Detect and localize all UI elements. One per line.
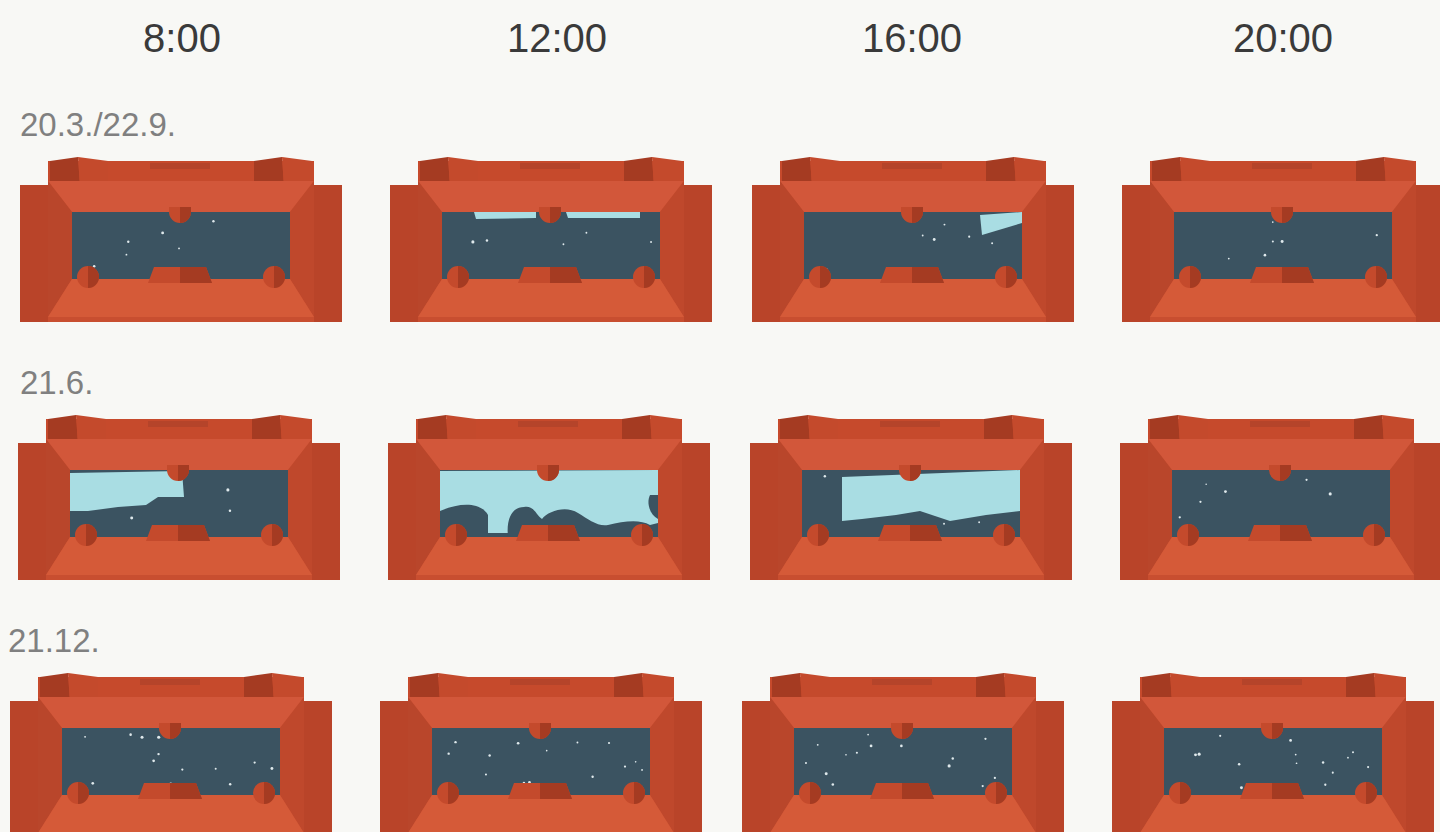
star-dot	[1228, 258, 1230, 260]
star-dot	[1367, 766, 1369, 768]
star-dot	[270, 767, 273, 770]
star-dot	[968, 236, 970, 238]
star-dot	[488, 754, 490, 756]
star-dot	[157, 753, 159, 755]
star-dot	[991, 242, 993, 244]
star-dot	[471, 240, 474, 243]
star-dot	[870, 745, 873, 748]
star-dot	[1329, 492, 1332, 495]
star-dot	[1198, 753, 1201, 756]
star-dot	[447, 752, 449, 754]
star-dot	[454, 741, 456, 743]
star-dot	[982, 785, 984, 787]
date-label: 21.6.	[20, 366, 93, 399]
star-dot	[952, 757, 954, 759]
date-label: 20.3./22.9.	[20, 108, 176, 141]
star-dot	[1264, 254, 1267, 257]
star-dot	[867, 734, 869, 736]
star-dot	[130, 516, 133, 519]
star-dot	[546, 750, 548, 752]
star-dot	[1272, 221, 1274, 223]
star-dot	[1272, 241, 1274, 243]
star-dot	[933, 238, 936, 241]
star-dot	[1179, 516, 1181, 518]
star-dot	[1240, 786, 1243, 789]
star-dot	[157, 736, 160, 739]
star-dot	[254, 761, 256, 763]
star-dot	[1347, 757, 1349, 759]
star-dot	[93, 265, 96, 268]
star-dot	[585, 232, 587, 234]
star-dot	[125, 254, 127, 256]
star-dot	[824, 475, 826, 477]
star-dot	[1289, 739, 1292, 742]
star-dot	[608, 742, 610, 744]
star-dot	[152, 760, 155, 763]
star-dot	[84, 736, 86, 738]
star-dot	[1295, 754, 1297, 756]
star-dot	[845, 754, 847, 756]
star-dot	[624, 765, 626, 767]
star-dot	[486, 239, 488, 241]
star-dot	[229, 510, 231, 512]
star-dot	[1296, 762, 1298, 764]
star-dot	[650, 241, 652, 243]
star-dot	[994, 777, 996, 779]
star-dot	[1332, 772, 1334, 774]
star-dot	[943, 523, 945, 525]
star-dot	[805, 762, 807, 764]
star-dot	[1352, 751, 1354, 753]
star-dot	[817, 744, 819, 746]
star-dot	[517, 742, 520, 745]
star-dot	[576, 741, 578, 743]
star-dot	[161, 232, 164, 235]
star-dot	[856, 752, 858, 754]
star-dot	[1322, 761, 1324, 763]
star-dot	[212, 220, 214, 222]
star-dot	[485, 773, 487, 775]
time-label: 8:00	[143, 18, 221, 58]
star-dot	[1376, 234, 1378, 236]
time-label: 12:00	[507, 18, 607, 58]
star-dot	[832, 783, 835, 786]
star-dot	[1224, 490, 1227, 493]
star-dot	[825, 772, 828, 775]
star-dot	[591, 776, 593, 778]
star-dot	[1205, 483, 1207, 485]
star-dot	[1281, 240, 1284, 243]
star-dot	[129, 733, 132, 736]
star-dot	[1324, 784, 1326, 786]
star-dot	[141, 736, 144, 739]
star-dot	[984, 738, 986, 740]
star-dot	[215, 768, 217, 770]
star-dot	[181, 768, 183, 770]
date-label: 21.12.	[8, 624, 100, 657]
star-dot	[922, 235, 924, 237]
star-dot	[1238, 763, 1241, 766]
star-dot	[978, 521, 980, 523]
star-dot	[563, 243, 565, 245]
star-dot	[944, 224, 946, 226]
star-dot	[127, 241, 129, 243]
star-dot	[226, 488, 229, 491]
time-label: 20:00	[1233, 18, 1333, 58]
time-label: 16:00	[862, 18, 962, 58]
star-dot	[948, 764, 951, 767]
star-dot	[1194, 753, 1197, 756]
star-dot	[229, 783, 231, 785]
star-dot	[1305, 479, 1307, 481]
star-dot	[641, 769, 643, 771]
star-dot	[635, 761, 637, 763]
star-dot	[1219, 735, 1221, 737]
star-dot	[178, 248, 180, 250]
star-dot	[1199, 501, 1201, 503]
star-dot	[91, 782, 94, 785]
star-dot	[900, 745, 903, 748]
